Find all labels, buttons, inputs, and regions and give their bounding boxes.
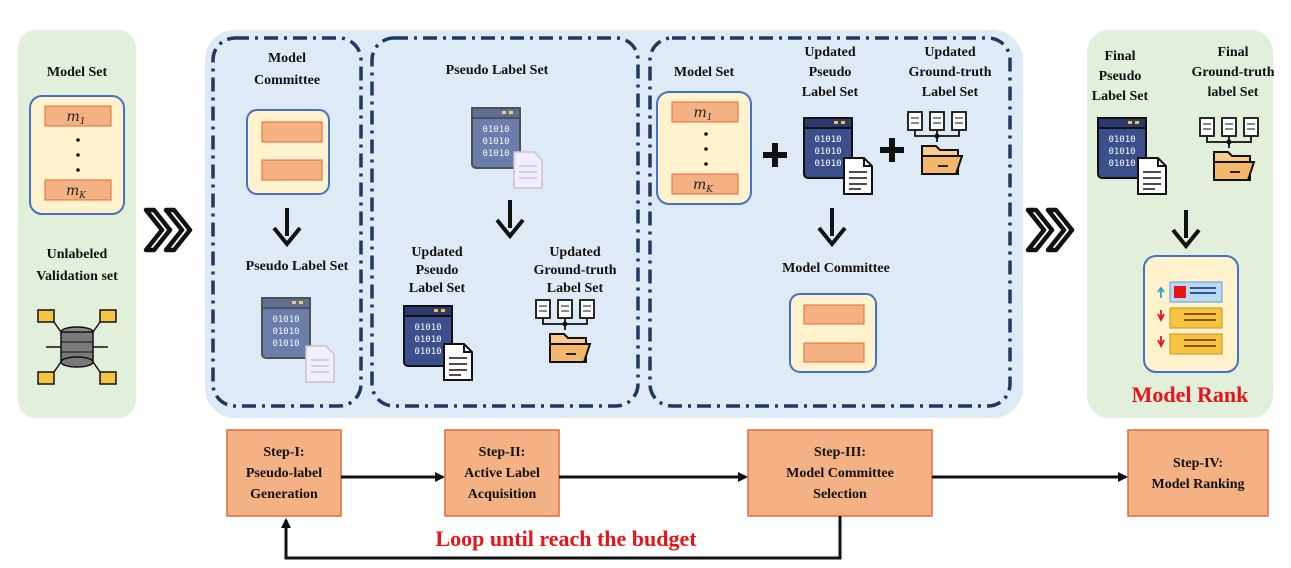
step2-updated-pseudo-2: Pseudo — [416, 263, 459, 278]
final-pseudo-1: Final — [1104, 49, 1135, 64]
step2-updated-pseudo-3: Label Set — [409, 281, 466, 296]
database-icon — [37, 309, 117, 385]
chevron-right-icon — [1025, 207, 1075, 253]
final-pseudo-2: Pseudo — [1099, 69, 1142, 84]
step-1-line-3: Generation — [250, 487, 318, 502]
step-2-line-1: Step-II: — [479, 445, 526, 460]
final-gt-2: Ground-truth — [1192, 65, 1275, 80]
step2-dashed-box — [370, 36, 640, 408]
step1-dashed-box — [211, 36, 363, 408]
step3-updated-gt-1: Updated — [924, 45, 976, 60]
step-1-line-1: Step-I: — [263, 445, 304, 460]
step2-updated-gt-2: Ground-truth — [534, 263, 617, 278]
final-pseudo-3: Label Set — [1092, 89, 1149, 104]
document-icon — [843, 157, 873, 195]
arrow-down-icon — [495, 200, 525, 240]
step2-pseudo-label-title: Pseudo Label Set — [446, 63, 549, 78]
step3-updated-pseudo-2: Pseudo — [809, 65, 852, 80]
loop-label: Loop until reach the budget — [435, 526, 697, 551]
step2-updated-pseudo-1: Updated — [411, 245, 463, 260]
step1-pseudo-label-title: Pseudo Label Set — [246, 259, 349, 274]
step2-updated-gt-1: Updated — [549, 245, 601, 260]
loop-arrow — [281, 516, 842, 560]
step-3-line-1: Step-III: — [814, 445, 866, 460]
step3-updated-gt-2: Ground-truth — [909, 65, 992, 80]
chevron-right-icon — [143, 207, 193, 253]
step-4-line-1: Step-IV: — [1173, 456, 1223, 471]
arrow-down-icon — [1171, 210, 1201, 250]
step3-updated-pseudo-1: Updated — [804, 45, 856, 60]
step-4-box — [1127, 429, 1269, 517]
step-4-line-2: Model Ranking — [1152, 477, 1245, 492]
left-model-last: mK — [66, 183, 87, 201]
step3-model-set-title: Model Set — [674, 65, 735, 80]
left-model-set-title: Model Set — [47, 65, 108, 80]
committee-title-2: Committee — [254, 73, 320, 88]
arrow-down-icon — [817, 208, 847, 248]
document-icon — [513, 151, 543, 189]
document-icon — [443, 343, 473, 381]
step3-updated-gt-3: Label Set — [922, 85, 979, 100]
step3-model-last: mK — [693, 177, 714, 195]
committee-title-1: Model — [268, 51, 306, 66]
model-rank-title: Model Rank — [1132, 382, 1250, 407]
left-model-first: m1 — [66, 109, 85, 127]
step-1-box — [226, 429, 342, 517]
final-gt-3: label Set — [1208, 85, 1259, 100]
validation-title-1: Unlabeled — [47, 247, 108, 262]
ranking-list-icon — [1157, 281, 1223, 355]
validation-title-2: Validation set — [36, 269, 118, 284]
step-2-box — [444, 429, 560, 517]
step3-dashed-box — [648, 36, 1012, 408]
step3-model-first: m1 — [693, 105, 712, 123]
step-2-line-3: Acquisition — [468, 487, 537, 502]
step-3-line-2: Model Committee — [786, 466, 894, 481]
arrow-down-icon — [272, 208, 302, 248]
pseudo-label-server-icon — [261, 297, 311, 359]
step-3-line-3: Selection — [813, 487, 867, 502]
step-1-line-2: Pseudo-label — [246, 466, 322, 481]
step3-committee-title: Model Committee — [782, 261, 890, 276]
final-gt-1: Final — [1217, 45, 1248, 60]
pseudo-label-server-icon — [471, 107, 521, 169]
step-2-line-2: Active Label — [464, 466, 540, 481]
step2-updated-gt-3: Label Set — [547, 281, 604, 296]
document-icon — [1137, 157, 1167, 195]
step3-updated-pseudo-3: Label Set — [802, 85, 859, 100]
document-icon — [305, 345, 335, 383]
